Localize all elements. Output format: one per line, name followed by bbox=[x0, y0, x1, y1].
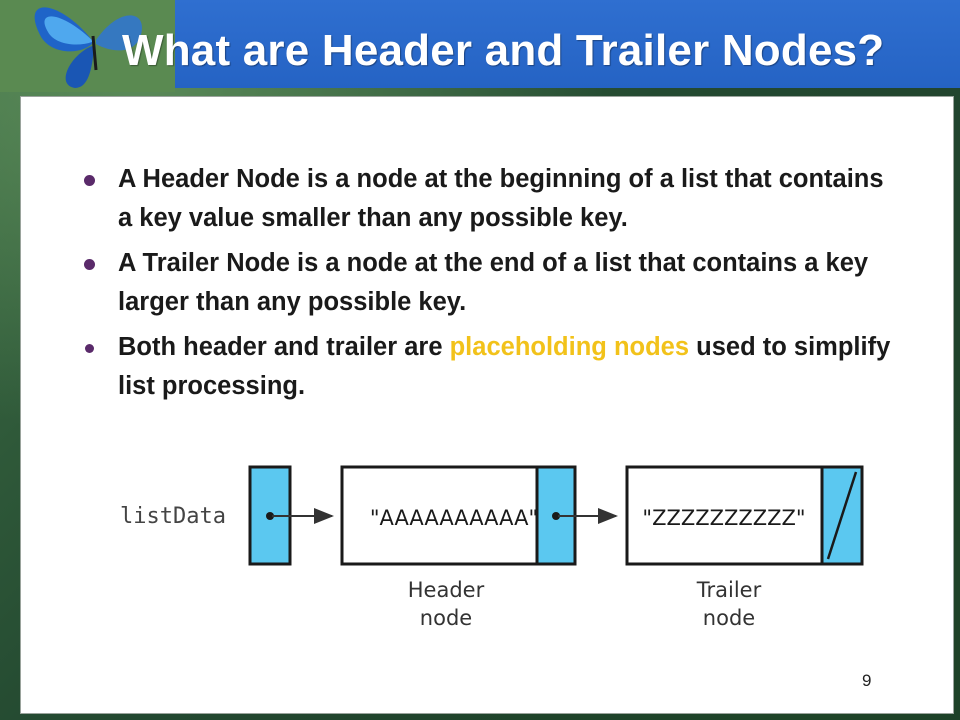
page-number: 9 bbox=[862, 671, 872, 690]
trailer-caption-line1: Trailer bbox=[696, 578, 762, 602]
linked-list-diagram: listData "AAAAAAAAAA" "ZZZZZZZZZZ" Heade… bbox=[120, 465, 864, 630]
slide-title: What are Header and Trailer Nodes? bbox=[122, 26, 885, 75]
bullet-text: A Header Node is a node at the beginning… bbox=[118, 165, 884, 232]
pointer-label: listData bbox=[120, 504, 226, 529]
highlighted-phrase: placeholding nodes bbox=[449, 333, 690, 361]
bullet-dot-icon bbox=[84, 259, 95, 270]
pointer-dot bbox=[266, 512, 274, 520]
bullet-dot-icon bbox=[85, 344, 94, 353]
bullet-list: A Header Node is a node at the beginning… bbox=[78, 160, 898, 412]
butterfly-image bbox=[0, 0, 175, 92]
trailer-value: "ZZZZZZZZZZ" bbox=[642, 506, 805, 530]
bullet-text-before: Both header and trailer are bbox=[118, 333, 450, 361]
header-next-dot bbox=[552, 512, 560, 520]
header-caption-line2: node bbox=[420, 606, 472, 630]
bullet-dot-icon bbox=[84, 175, 95, 186]
trailer-caption-line2: node bbox=[703, 606, 755, 630]
header-value: "AAAAAAAAAA" bbox=[370, 506, 538, 530]
bullet-item: A Header Node is a node at the beginning… bbox=[78, 160, 898, 238]
bullet-text: A Trailer Node is a node at the end of a… bbox=[118, 249, 869, 316]
bullet-item: Both header and trailer are placeholding… bbox=[78, 328, 898, 406]
header-caption-line1: Header bbox=[408, 578, 485, 602]
bullet-text-after: used to simplify list processing. bbox=[118, 333, 891, 400]
content-panel bbox=[20, 96, 954, 714]
null-slash bbox=[826, 471, 858, 560]
title-bar bbox=[170, 0, 960, 88]
bullet-item: A Trailer Node is a node at the end of a… bbox=[78, 244, 898, 322]
